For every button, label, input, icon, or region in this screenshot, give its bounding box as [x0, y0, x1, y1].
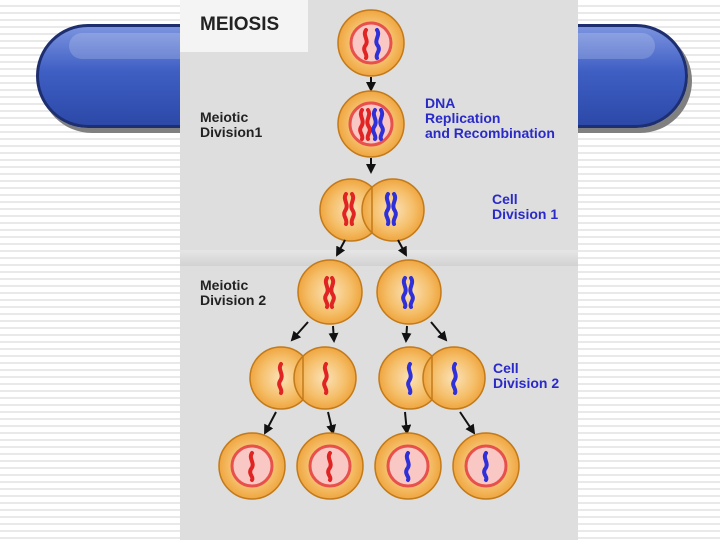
gamete-cell-1 — [218, 432, 286, 500]
label-meiotic-division-1: Meiotic Division1 — [200, 109, 263, 140]
chromosome-red — [248, 451, 255, 482]
arrow — [401, 325, 412, 343]
replicated-cell — [337, 90, 405, 158]
chromatid-blue — [391, 192, 398, 226]
parent-cell — [337, 9, 405, 77]
chromatid-red — [342, 192, 349, 226]
chromosome-blue — [374, 28, 381, 60]
arrow — [328, 325, 339, 343]
arrow — [430, 321, 448, 342]
chromatid-red — [349, 192, 356, 226]
chromosome-red — [277, 362, 284, 395]
chromatid-blue — [401, 276, 408, 309]
gamete-cell-3 — [374, 432, 442, 500]
arrow — [397, 239, 407, 257]
label-dna-replication: DNA Replication and Recombination — [425, 95, 555, 141]
daughter-cell-right — [376, 259, 442, 325]
chromatid-red — [329, 276, 336, 309]
label-cell-division-1: Cell Division 1 — [492, 191, 559, 222]
daughter-cell-left — [297, 259, 363, 325]
stage-divider — [180, 250, 578, 266]
arrow — [290, 321, 309, 342]
chromosome-red — [326, 451, 333, 482]
arrow — [326, 411, 337, 435]
label-cell-division-2: Cell Division 2 — [493, 360, 560, 391]
gamete-cell-2 — [296, 432, 364, 500]
chromosome-red — [362, 28, 369, 60]
chromosome-blue — [482, 451, 489, 482]
dividing-cell-2-right — [378, 346, 486, 410]
dividing-cell-2-left — [249, 346, 357, 410]
dividing-cell-1 — [319, 178, 425, 242]
diagram-title: MEIOSIS — [200, 14, 280, 35]
arrow — [459, 411, 476, 435]
chromatid-red — [323, 276, 330, 309]
chromatid-blue — [378, 108, 385, 141]
chromatid-blue — [384, 192, 391, 226]
chromosome-blue — [404, 451, 411, 482]
gamete-cell-4 — [452, 432, 520, 500]
arrow — [264, 411, 277, 435]
label-meiotic-division-2: Meiotic Division 2 — [200, 277, 267, 308]
chromatid-red — [365, 108, 372, 141]
arrow — [336, 239, 346, 257]
chromatid-red — [358, 108, 365, 141]
chromosome-blue — [406, 362, 413, 395]
title-box — [180, 0, 308, 52]
chromosome-red — [322, 362, 329, 395]
chromatid-blue — [408, 276, 415, 309]
chromosome-blue — [451, 362, 458, 395]
arrow — [401, 411, 412, 435]
chromatid-blue — [371, 108, 378, 141]
